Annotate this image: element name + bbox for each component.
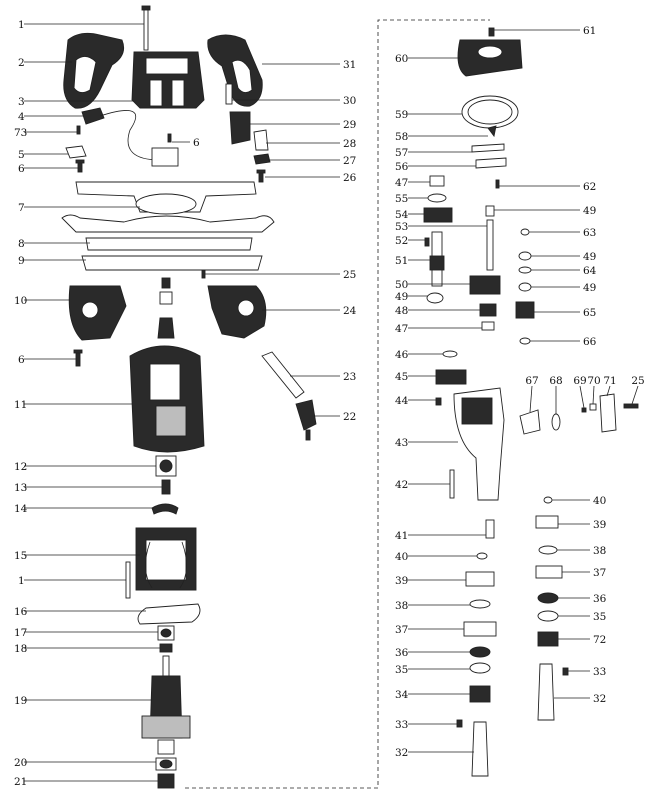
- callout-m22: 22: [343, 411, 356, 423]
- callout-f49b: 49: [583, 251, 596, 263]
- callout-r49a: 49: [395, 291, 408, 303]
- callout-l7: 7: [18, 202, 25, 214]
- callout-l19: 19: [14, 695, 27, 707]
- callout-r41: 41: [395, 530, 408, 542]
- callout-r40a: 40: [395, 551, 408, 563]
- callout-m26: 26: [343, 172, 357, 184]
- callout-r52: 52: [395, 235, 408, 247]
- callout-t70: 70: [587, 375, 600, 387]
- callout-f62: 62: [583, 181, 596, 193]
- callout-labels: 1234735678910611121314151161718192021631…: [14, 19, 645, 788]
- callout-r53: 53: [395, 221, 408, 233]
- callout-m23: 23: [343, 371, 356, 383]
- callout-m25: 25: [343, 269, 356, 281]
- callout-r46: 46: [395, 349, 409, 361]
- callout-r42: 42: [395, 479, 408, 491]
- callout-f63: 63: [583, 227, 596, 239]
- callout-l17: 17: [14, 627, 27, 639]
- callout-r37a: 37: [395, 624, 408, 636]
- callout-r51: 51: [395, 255, 408, 267]
- callout-r32a: 32: [395, 747, 408, 759]
- callout-r47a: 47: [395, 177, 408, 189]
- callout-l12: 12: [14, 461, 27, 473]
- callout-r38a: 38: [395, 600, 408, 612]
- callout-m27: 27: [343, 155, 356, 167]
- callout-l1b: 1: [18, 575, 25, 587]
- callout-l4: 4: [18, 111, 25, 123]
- sub-assembly-boundary: [185, 19, 490, 789]
- right-assembly: [423, 27, 639, 777]
- callout-l9: 9: [18, 255, 25, 267]
- callout-f37b: 37: [593, 567, 606, 579]
- left-assembly: [61, 5, 317, 789]
- callout-l15: 15: [14, 550, 27, 562]
- callout-l2: 2: [18, 57, 25, 69]
- callout-l16: 16: [14, 606, 28, 618]
- callout-f38b: 38: [593, 545, 606, 557]
- callout-f35b: 35: [593, 611, 606, 623]
- callout-r54: 54: [395, 209, 409, 221]
- callout-f36b: 36: [593, 593, 607, 605]
- callout-l13: 13: [14, 482, 27, 494]
- callout-l18: 18: [14, 643, 27, 655]
- callout-l3: 3: [18, 96, 25, 108]
- callout-r61: 61: [583, 25, 596, 37]
- callout-f49c: 49: [583, 282, 596, 294]
- callout-l5: 5: [18, 149, 25, 161]
- callout-f40b: 40: [593, 495, 606, 507]
- callout-r59: 59: [395, 109, 408, 121]
- callout-l11: 11: [14, 399, 27, 411]
- callout-t69: 69: [573, 375, 586, 387]
- callout-f72: 72: [593, 634, 606, 646]
- callout-l10: 10: [14, 295, 27, 307]
- callout-f33b: 33: [593, 666, 606, 678]
- callout-r50: 50: [395, 279, 408, 291]
- callout-t71: 71: [603, 375, 616, 387]
- callout-m28: 28: [343, 138, 356, 150]
- callout-l1a: 1: [18, 19, 25, 31]
- callout-t67: 67: [525, 375, 538, 387]
- callout-r43: 43: [395, 437, 408, 449]
- callout-f39b: 39: [593, 519, 606, 531]
- callout-l21: 21: [14, 776, 27, 788]
- callout-r58: 58: [395, 131, 408, 143]
- callout-r39a: 39: [395, 575, 408, 587]
- callout-t68: 68: [549, 375, 562, 387]
- callout-r36a: 36: [395, 647, 409, 659]
- callout-l73: 73: [14, 127, 27, 139]
- callout-f65: 65: [583, 307, 596, 319]
- callout-r35a: 35: [395, 664, 408, 676]
- callout-r44: 44: [395, 395, 409, 407]
- callout-f49a: 49: [583, 205, 596, 217]
- callout-l20: 20: [14, 757, 27, 769]
- callout-l6b: 6: [18, 354, 25, 366]
- leader-lines: [24, 23, 639, 782]
- callout-l14: 14: [14, 503, 28, 515]
- callout-f66: 66: [583, 336, 597, 348]
- callout-r48: 48: [395, 305, 408, 317]
- callout-l6a: 6: [18, 163, 25, 175]
- callout-t25: 25: [631, 375, 644, 387]
- callout-r34: 34: [395, 689, 409, 701]
- callout-m30: 30: [343, 95, 356, 107]
- callout-r47b: 47: [395, 323, 408, 335]
- callout-m31: 31: [343, 59, 356, 71]
- callout-r33a: 33: [395, 719, 408, 731]
- callout-l8: 8: [18, 238, 25, 250]
- callout-r60: 60: [395, 53, 408, 65]
- callout-r56: 56: [395, 161, 409, 173]
- callout-f32b: 32: [593, 693, 606, 705]
- callout-r45: 45: [395, 371, 408, 383]
- callout-r55: 55: [395, 193, 408, 205]
- callout-f64: 64: [583, 265, 597, 277]
- callout-m6: 6: [193, 137, 200, 149]
- callout-r57: 57: [395, 147, 408, 159]
- callout-m29: 29: [343, 119, 356, 131]
- callout-m24: 24: [343, 305, 357, 317]
